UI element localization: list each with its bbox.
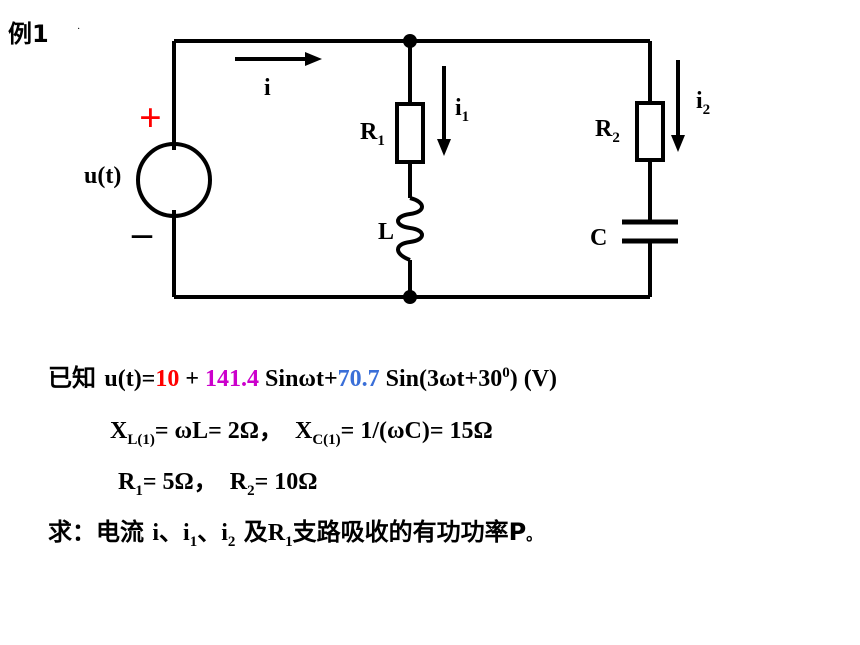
reactance-line: XL(1)= ωL= 2Ω， XC(1)= 1/(ωC)= 15Ω xyxy=(110,418,493,448)
inductor-l xyxy=(396,196,424,262)
title-dot: · xyxy=(77,24,81,35)
current-i-arrowhead xyxy=(305,52,322,66)
circuit-wires xyxy=(172,39,652,299)
resistor-r2 xyxy=(635,101,665,162)
current-i-label: i xyxy=(264,75,271,101)
junction-top xyxy=(403,34,417,48)
voltage-source xyxy=(136,142,212,218)
resistor-r1 xyxy=(395,102,425,164)
capacitor-label: C xyxy=(590,225,607,251)
minus-sign: – xyxy=(131,210,153,255)
inductor-label: L xyxy=(378,219,394,245)
fundamental-amplitude: 141.4 xyxy=(205,366,260,392)
current-i1-label: i1 xyxy=(455,95,469,125)
r1-label: R1 xyxy=(360,119,385,149)
current-i2-arrowhead xyxy=(671,135,685,152)
junction-bottom xyxy=(403,290,417,304)
current-i2-label: i2 xyxy=(696,88,710,118)
third-harmonic-amplitude: 70.7 xyxy=(337,366,380,392)
question-line: 求：电流 i、i1、i2 及R1支路吸收的有功功率P。 xyxy=(48,518,543,550)
current-i1-arrowhead xyxy=(437,139,451,156)
resistor-values-line: R1= 5Ω， R2= 10Ω xyxy=(118,469,318,499)
given-equation: 已知 u(t)=10 + 141.4 Sinωt+70.7 Sin(3ωt+30… xyxy=(48,364,558,392)
example-title: 例1 xyxy=(8,20,49,48)
r2-label: R2 xyxy=(595,116,620,146)
plus-sign: + xyxy=(139,95,162,140)
dc-value: 10 xyxy=(155,366,180,392)
circuit-diagram: + – u(t) i R1 L i1 R2 C i2 xyxy=(84,34,710,304)
source-label: u(t) xyxy=(84,163,121,189)
